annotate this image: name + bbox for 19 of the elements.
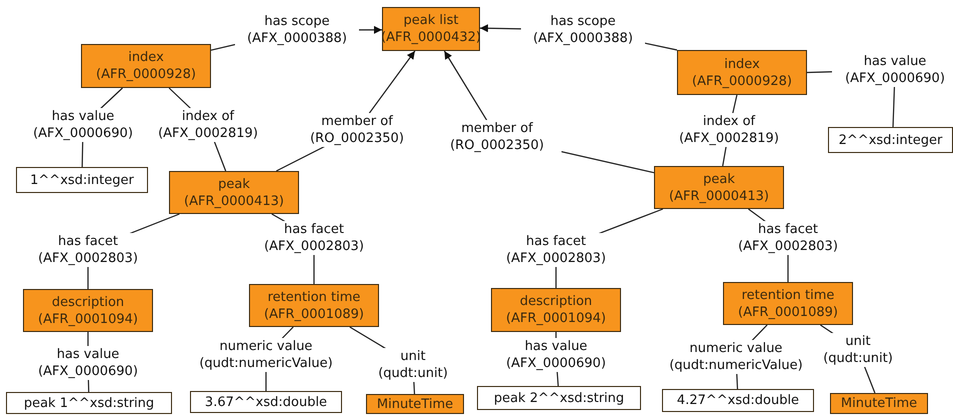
class-box: MinuteTime (366, 394, 464, 414)
class-box: index (AFR_0000928) (81, 44, 211, 88)
class-box: retention time (AFR_0001089) (723, 282, 853, 325)
class-box: peak list (AFR_0000432) (382, 7, 480, 51)
class-box: description (AFR_0001094) (491, 288, 621, 332)
edge-label: has scope (AFX_0000388) (235, 13, 359, 47)
class-box: description (AFR_0001094) (23, 289, 153, 332)
literal-box: peak 1^^xsd:string (6, 392, 172, 414)
class-box: MinuteTime (830, 393, 928, 414)
literal-box: 3.67^^xsd:double (190, 391, 342, 413)
class-box: retention time (AFR_0001089) (249, 284, 379, 327)
class-box: peak (AFR_0000413) (654, 166, 784, 209)
literal-box: peak 2^^xsd:string (477, 386, 641, 410)
class-box: peak (AFR_0000413) (169, 171, 299, 214)
class-box: index (AFR_0000928) (677, 50, 807, 95)
edge-label: has scope (AFX_0000388) (521, 13, 645, 47)
literal-box: 2^^xsd:integer (828, 127, 953, 153)
literal-box: 4.27^^xsd:double (662, 389, 814, 412)
literal-box: 1^^xsd:integer (16, 167, 148, 193)
